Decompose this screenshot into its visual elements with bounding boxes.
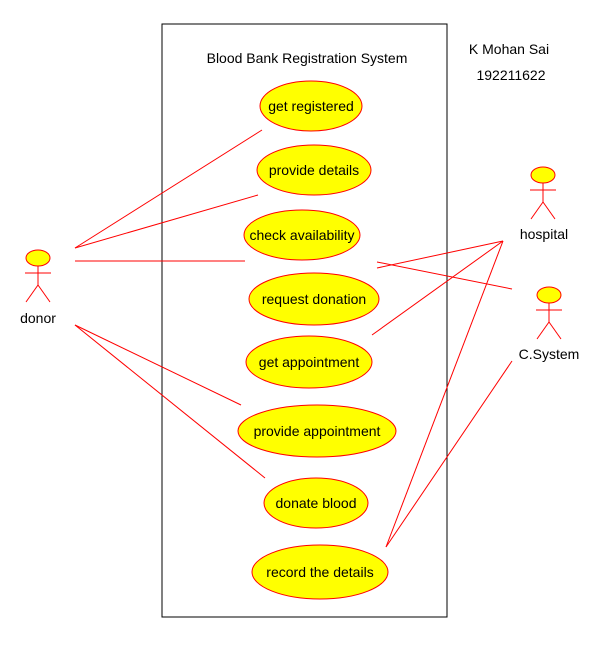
assoc-donor-provide-appointment xyxy=(74,324,242,406)
use-case-label: donate blood xyxy=(276,495,357,511)
assoc-csystem-request-donation xyxy=(376,261,513,290)
use-case-provide-details[interactable]: provide details xyxy=(256,144,372,196)
assoc-hospital-check-availability xyxy=(376,240,504,269)
actor-hospital-label: hospital xyxy=(520,226,568,242)
use-case-label: request donation xyxy=(262,291,366,307)
actor-donor[interactable] xyxy=(25,249,51,303)
system-title: Blood Bank Registration System xyxy=(207,50,408,66)
actor-donor-label: donor xyxy=(20,310,56,326)
assoc-donor-donate-blood xyxy=(74,324,266,479)
assoc-donor-get-registered xyxy=(74,129,263,249)
assoc-donor-provide-details xyxy=(74,194,259,249)
author-id: 192211622 xyxy=(476,67,545,83)
associations xyxy=(74,129,513,548)
actor-hospital[interactable] xyxy=(530,166,556,220)
author-name: K Mohan Sai xyxy=(469,41,549,57)
actor-csystem-label: C.System xyxy=(519,346,580,362)
use-case-record-details[interactable]: record the details xyxy=(251,544,389,600)
actor-head xyxy=(536,286,562,304)
assoc-csystem-record-details xyxy=(385,360,513,548)
use-case-get-appointment[interactable]: get appointment xyxy=(245,335,373,389)
use-case-check-availability[interactable]: check availability xyxy=(243,209,361,261)
use-case-label: provide appointment xyxy=(254,423,381,439)
actor-head xyxy=(25,249,51,267)
use-case-label: check availability xyxy=(249,227,354,243)
use-case-label: get appointment xyxy=(259,354,360,370)
use-case-label: get registered xyxy=(268,98,354,114)
use-case-donate-blood[interactable]: donate blood xyxy=(263,477,369,529)
use-case-request-donation[interactable]: request donation xyxy=(248,272,380,326)
use-case-label: provide details xyxy=(269,162,359,178)
actor-csystem[interactable] xyxy=(536,286,562,340)
actor-head xyxy=(530,166,556,184)
use-case-get-registered[interactable]: get registered xyxy=(259,80,363,132)
use-case-provide-appointment[interactable]: provide appointment xyxy=(237,404,397,458)
assoc-hospital-record-details xyxy=(385,240,504,548)
use-case-label: record the details xyxy=(266,564,373,580)
system-boundary xyxy=(161,23,448,618)
assoc-hospital-get-appointment xyxy=(371,240,504,336)
